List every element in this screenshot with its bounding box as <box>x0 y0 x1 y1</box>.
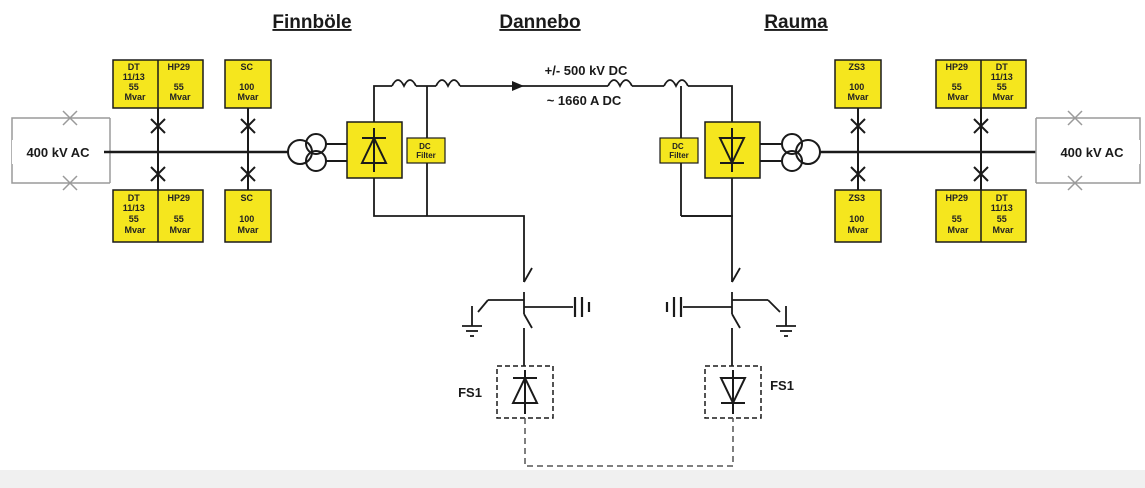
left-top-hp-label: HP29 55 Mvar <box>167 62 192 102</box>
bottom-band <box>0 470 1145 488</box>
left-filter-box-top-pair <box>112 59 204 109</box>
right-top-dt-label: DT 11/13 55 Mvar <box>991 62 1016 102</box>
left-bot-dt-label: DT 11/13 55 Mvar <box>123 193 148 235</box>
left-transformer-icon <box>287 133 347 172</box>
left-ground-icon <box>462 325 482 337</box>
right-bot-dt-label: DT 11/13 55 Mvar <box>991 193 1016 235</box>
right-capacitor-icon <box>665 297 683 317</box>
right-fs1-label: FS1 <box>770 378 794 393</box>
right-ac-label-bg <box>1044 140 1140 164</box>
left-bot-sc-label: SC 100 Mvar <box>237 193 259 235</box>
right-dc-wiring <box>607 79 733 272</box>
site-title-middle: Dannebo <box>499 12 580 33</box>
left-top-dt-label: DT 11/13 55 Mvar <box>123 62 148 102</box>
left-neutral-switchgear <box>471 267 573 366</box>
left-ac-label-bg <box>12 140 104 164</box>
right-filter-box-bottom-pair <box>935 189 1027 243</box>
left-ac-label: 400 kV AC <box>26 145 90 160</box>
right-bot-zs-box <box>834 189 882 243</box>
fs1-return-path <box>524 418 734 467</box>
right-inverter-icon <box>718 128 746 172</box>
right-top-zs-label: ZS3 100 Mvar <box>847 62 869 102</box>
right-dc-filter-label: DC Filter <box>669 142 689 160</box>
right-dc-filter-box <box>659 137 699 164</box>
site-title-right: Rauma <box>764 12 828 33</box>
left-filter-feeders <box>150 108 256 190</box>
dc-current-label: ~ 1660 A DC <box>547 93 622 108</box>
dc-voltage-label: +/- 500 kV DC <box>545 63 628 78</box>
right-bot-zs-label: ZS3 100 Mvar <box>847 193 869 235</box>
left-bot-sc-box <box>224 189 272 243</box>
right-ground-icon <box>776 325 796 337</box>
right-transformer-icon <box>760 133 821 172</box>
left-capacitor-icon <box>573 297 591 317</box>
left-rectifier-icon <box>360 128 388 172</box>
right-top-zs-box <box>834 59 882 109</box>
left-top-sc-box <box>224 59 272 109</box>
left-dc-filter-label: DC Filter <box>416 142 436 160</box>
site-title-left: Finnböle <box>272 12 351 33</box>
dc-current-arrow-icon <box>512 81 524 91</box>
right-filter-box-top-pair <box>935 59 1027 109</box>
left-fs1-rectifier-icon <box>511 370 539 414</box>
left-fs1-label: FS1 <box>458 385 482 400</box>
left-dc-filter-box <box>406 137 446 164</box>
right-neutral-switchgear <box>683 267 787 366</box>
right-top-hp-label: HP29 55 Mvar <box>945 62 970 102</box>
left-filter-box-bottom-pair <box>112 189 204 243</box>
left-dc-wiring <box>373 79 608 272</box>
left-bot-hp-label: HP29 55 Mvar <box>167 193 192 235</box>
left-top-sc-label: SC 100 Mvar <box>237 62 259 102</box>
right-ac-label: 400 kV AC <box>1060 145 1124 160</box>
right-fs1-inverter-icon <box>719 370 747 414</box>
right-filter-feeders <box>850 108 989 190</box>
right-bot-hp-label: HP29 55 Mvar <box>945 193 970 235</box>
